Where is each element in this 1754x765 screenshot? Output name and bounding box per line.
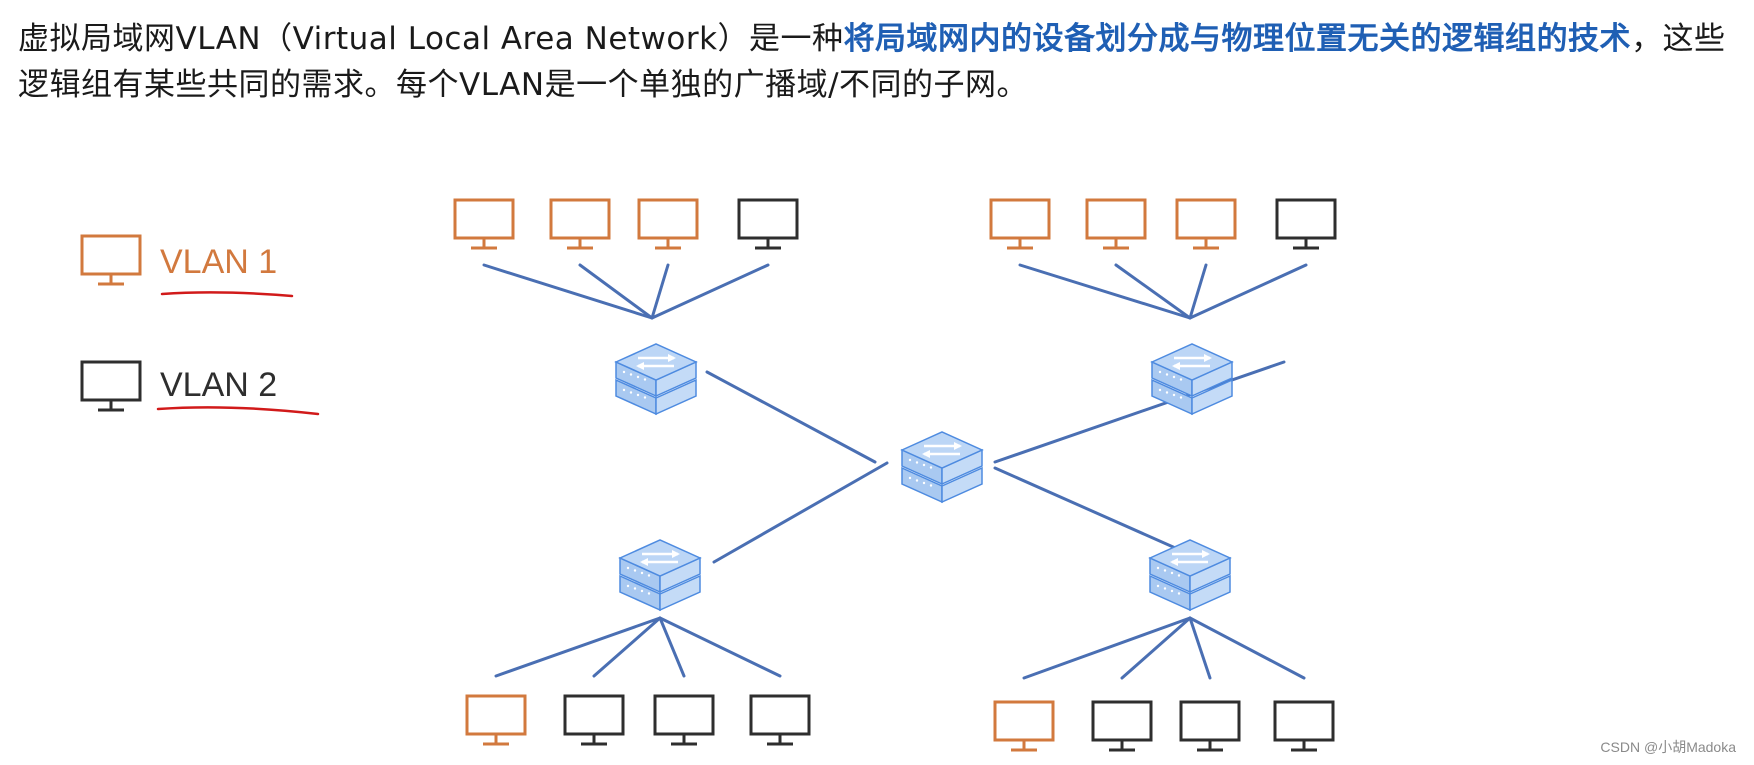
bottom-right-vlan2-monitor-icon-3 [1179,700,1241,752]
link-top-right-host-1 [1018,263,1192,320]
intro-highlight-1: 将局域网内的设备划分成与物理位置无关的逻辑组 [843,21,1537,57]
intro-paragraph: 虚拟局域网VLAN（Virtual Local Area Network）是一种… [18,16,1738,108]
legend-vlan1-monitor-icon [80,234,142,286]
bottom-right-switch-icon [1148,539,1232,612]
link-top-right-host-2 [1114,263,1192,320]
link-top-left-host-3 [650,263,670,320]
link-top-right-core [993,360,1286,464]
link-bottom-right-host-4 [1188,616,1306,680]
legend-vlan1-label: VLAN 1 [160,243,278,281]
legend-vlan1-underline [160,291,294,298]
top-left-vlan2-monitor-icon-4 [737,198,799,250]
link-top-left-core [705,370,877,464]
top-left-vlan1-monitor-icon-1 [453,198,515,250]
intro-highlight-2: 的技术 [1536,21,1632,57]
link-bottom-left-host-3 [658,616,686,678]
bottom-left-vlan2-monitor-icon-3 [653,694,715,746]
bottom-right-vlan1-monitor-icon-1 [993,700,1055,752]
top-right-switch-icon [1150,343,1234,416]
link-bottom-right-host-2 [1120,616,1192,680]
legend-vlan2-label: VLAN 2 [160,366,278,404]
top-left-switch-icon [614,343,698,416]
top-left-vlan1-monitor-icon-2 [549,198,611,250]
link-top-right-host-3 [1188,263,1208,320]
link-top-left-host-1 [482,263,654,320]
link-top-right-host-4 [1188,263,1308,320]
legend-vlan2-monitor-icon [80,360,142,412]
link-bottom-right-host-3 [1188,616,1212,680]
link-bottom-left-host-2 [592,616,662,678]
bottom-right-vlan2-monitor-icon-2 [1091,700,1153,752]
link-bottom-left-host-1 [494,616,662,678]
bottom-right-vlan2-monitor-icon-4 [1273,700,1335,752]
top-left-vlan1-monitor-icon-3 [637,198,699,250]
intro-text-prefix: 虚拟局域网VLAN（Virtual Local Area Network）是一种 [18,21,844,57]
top-right-vlan1-monitor-icon-1 [989,198,1051,250]
top-right-vlan1-monitor-icon-2 [1085,198,1147,250]
bottom-left-vlan1-monitor-icon-1 [465,694,527,746]
bottom-left-vlan2-monitor-icon-4 [749,694,811,746]
bottom-left-vlan2-monitor-icon-2 [563,694,625,746]
top-right-vlan1-monitor-icon-3 [1175,198,1237,250]
watermark: CSDN @小胡Madoka [1600,739,1736,755]
link-bottom-left-core [712,461,889,564]
link-top-left-host-2 [578,263,654,320]
link-bottom-left-host-4 [658,616,782,678]
legend-vlan2-underline [156,406,320,416]
intro-text-suffix: ，这些逻辑组有某些共同的需求。每个VLAN是一个单独的广播域/不同的子网。 [18,21,1726,103]
top-right-vlan2-monitor-icon-4 [1275,198,1337,250]
bottom-left-switch-icon [618,539,702,612]
core-switch-icon [900,431,984,504]
link-bottom-right-host-1 [1022,616,1192,680]
link-top-left-host-4 [650,263,770,320]
